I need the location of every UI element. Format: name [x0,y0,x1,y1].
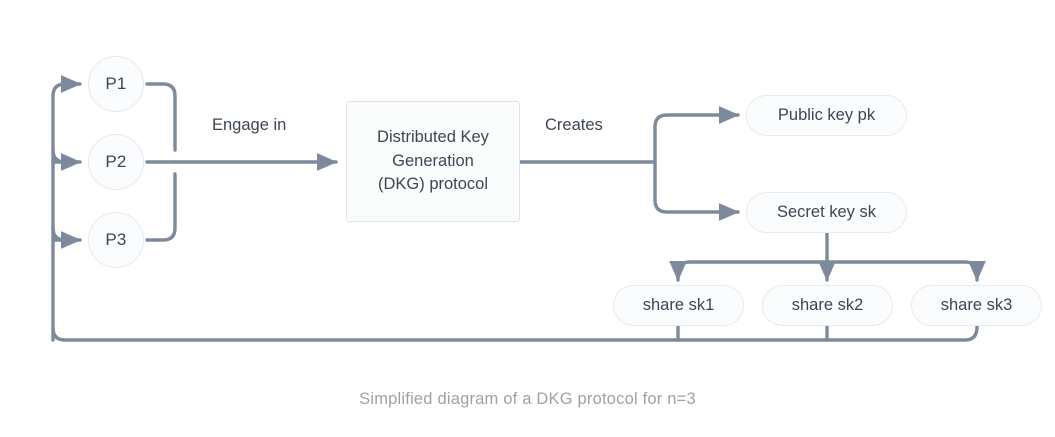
trunk-to-p1-path [51,75,82,98]
edge-label-creates: Creates [545,116,603,134]
diagram-caption: Simplified diagram of a DKG protocol for… [359,390,696,408]
process-label-line-2: Generation [392,151,474,170]
trunk-stub-p3-path [51,226,67,242]
key-label-secret-key: Secret key sk [776,203,877,221]
process-node-dkg-protocol[interactable]: Distributed Key Generation (DKG) protoco… [346,101,520,222]
share-distribution-bar-path [676,260,979,276]
p1-merge-path [145,82,177,152]
process-label-line-3: (DKG) protocol [377,175,489,194]
share-label-sk2: share sk2 [791,296,864,314]
share-node-sk1[interactable]: share sk1 [613,285,744,326]
p3-merge-path [145,172,177,242]
party-node-p2[interactable]: P2 [88,134,144,190]
key-node-secret-key[interactable]: Secret key sk [746,192,907,233]
edge-label-engage-in: Engage in [212,116,287,134]
split-to-secret-key-path [653,160,740,221]
share-node-sk3[interactable]: share sk3 [911,285,1042,326]
key-label-public-key: Public key pk [777,106,876,124]
share3-to-return-path [51,325,979,342]
process-label-line-1: Distributed Key [377,128,489,147]
share-label-sk3: share sk3 [940,296,1013,314]
share-label-sk1: share sk1 [642,296,715,314]
party-label-p2: P2 [105,152,127,171]
party-label-p1: P1 [105,74,127,93]
trunk-stub-p2-path [51,148,67,164]
share-node-sk2[interactable]: share sk2 [762,285,893,326]
split-to-public-key-path [653,106,740,164]
party-label-p3: P3 [105,230,127,249]
party-node-p1[interactable]: P1 [88,56,144,112]
key-node-public-key[interactable]: Public key pk [746,95,907,136]
party-node-p3[interactable]: P3 [88,212,144,268]
